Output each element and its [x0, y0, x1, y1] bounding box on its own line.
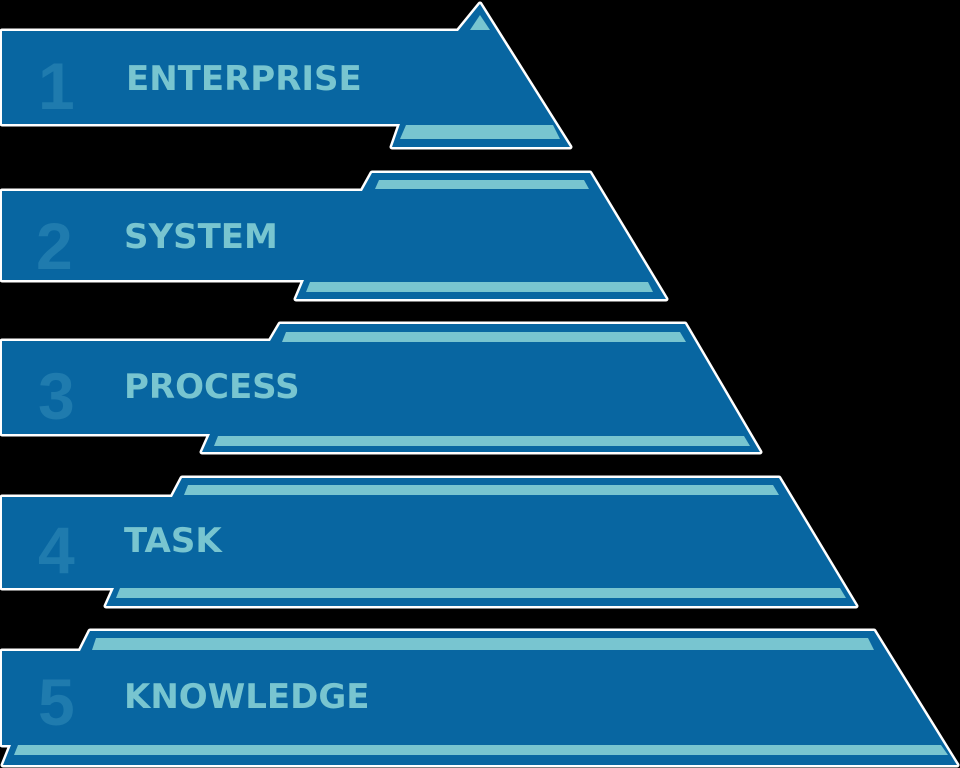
tier-body [2, 173, 666, 299]
tier-label: ENTERPRISE [126, 59, 362, 99]
tier-body [2, 478, 856, 606]
tier-body [2, 631, 957, 765]
tier-label: SYSTEM [124, 217, 278, 257]
tier-bottom-band [306, 282, 653, 292]
tier-bottom-band [116, 588, 846, 598]
tier-body [2, 4, 570, 147]
tier-number: 1 [38, 49, 75, 123]
tier-top-band [470, 15, 490, 30]
tier-top-band [184, 485, 779, 495]
tier-top-band [375, 180, 589, 189]
tier-label: KNOWLEDGE [124, 677, 369, 717]
tier-label: PROCESS [124, 367, 300, 407]
pyramid-tier-4: 4 TASK [0, 475, 859, 609]
pyramid-tier-1: 1 ENTERPRISE [0, 1, 573, 150]
tier-top-band [92, 638, 874, 650]
tier-number: 3 [38, 359, 75, 433]
pyramid-tier-2: 2 SYSTEM [0, 170, 669, 302]
tier-bottom-band [14, 745, 948, 755]
tier-bottom-band [400, 125, 560, 139]
tier-label: TASK [124, 521, 223, 561]
tier-body [2, 324, 760, 452]
pyramid-tier-5: 5 KNOWLEDGE [0, 628, 960, 768]
tier-bottom-band [214, 436, 750, 446]
pyramid-tier-3: 3 PROCESS [0, 321, 763, 455]
tier-number: 4 [38, 513, 75, 587]
tier-top-band [282, 332, 686, 342]
tier-number: 2 [36, 209, 73, 283]
tier-number: 5 [38, 665, 75, 739]
